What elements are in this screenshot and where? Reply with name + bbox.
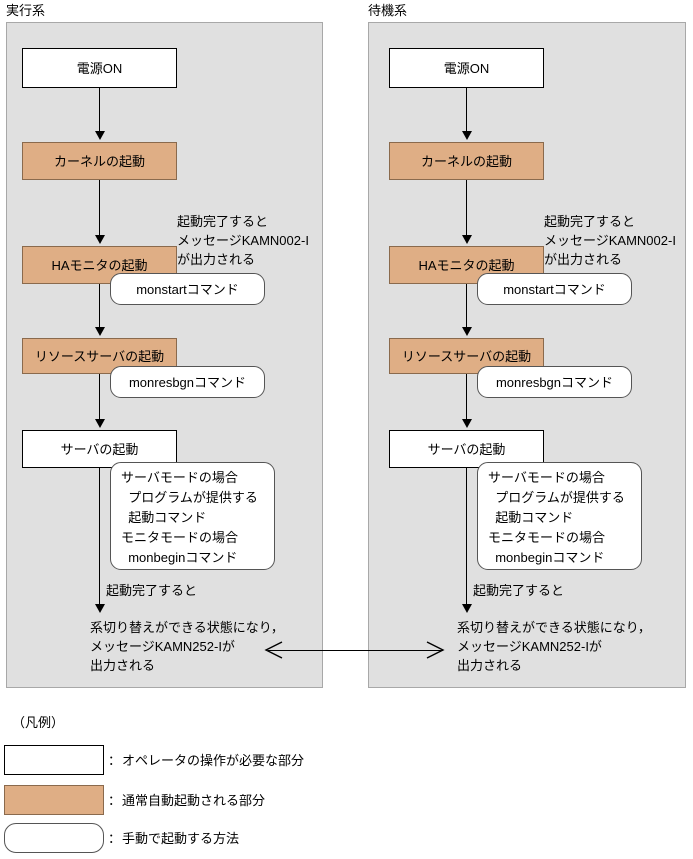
connector-standby-1 [466, 88, 467, 136]
arrowhead-active-1 [95, 131, 105, 140]
arrowhead-active-4 [95, 419, 105, 428]
connector-active-5 [99, 468, 100, 609]
connector-active-4 [99, 374, 100, 424]
node-standby-power-on: 電源ON [389, 48, 544, 88]
node-active-server-start: サーバの起動 [22, 430, 177, 468]
arrowhead-active-5 [95, 604, 105, 613]
legend-separator-2: ： [108, 793, 122, 808]
connector-standby-3 [466, 284, 467, 332]
bubble-standby-monstart: monstartコマンド [477, 273, 632, 305]
bubble-active-monresbgn: monresbgnコマンド [110, 366, 265, 398]
legend-swatch-manual-start [4, 823, 104, 853]
node-standby-kernel-start: カーネルの起動 [389, 142, 544, 180]
legend-separator-1: ： [108, 753, 122, 768]
bubble-standby-monresbgn: monresbgnコマンド [477, 366, 632, 398]
connector-standby-2 [466, 180, 467, 240]
connector-standby-4 [466, 374, 467, 424]
arrowhead-cross-left-icon [264, 641, 283, 659]
legend-swatch-operator-required [4, 745, 104, 775]
node-active-ha-monitor-start: HAモニタの起動 [22, 246, 177, 284]
legend-swatch-auto-start [4, 785, 104, 815]
arrowhead-active-2 [95, 235, 105, 244]
note-standby-startup-complete: 起動完了すると [473, 583, 565, 598]
legend-label-operator-required: オペレータの操作が必要な部分 [122, 753, 305, 768]
node-active-power-on: 電源ON [22, 48, 177, 88]
arrowhead-standby-2 [462, 235, 472, 244]
note-active-kamn002: 起動完了すると メッセージKAMN002-I が出力される [177, 214, 309, 267]
arrowhead-cross-right-icon [426, 641, 445, 659]
legend-label-auto-start: 通常自動起動される部分 [122, 793, 266, 808]
note-standby-kamn002: 起動完了すると メッセージKAMN002-I が出力される [544, 214, 676, 267]
arrowhead-standby-3 [462, 327, 472, 336]
node-standby-resource-server-start: リソースサーバの起動 [389, 338, 544, 374]
legend-title: （凡例） [12, 715, 65, 730]
connector-active-2 [99, 180, 100, 240]
node-active-kernel-start: カーネルの起動 [22, 142, 177, 180]
note-active-startup-complete: 起動完了すると [106, 583, 198, 598]
connector-cross-system [268, 650, 443, 651]
column-heading-standby: 待機系 [368, 3, 408, 18]
legend-separator-3: ： [108, 831, 122, 846]
node-standby-server-start: サーバの起動 [389, 430, 544, 468]
arrowhead-standby-1 [462, 131, 472, 140]
bubble-active-monstart: monstartコマンド [110, 273, 265, 305]
bubble-active-server-mode: サーバモードの場合 プログラムが提供する 起動コマンド モニタモードの場合 mo… [110, 462, 275, 570]
connector-active-1 [99, 88, 100, 136]
arrowhead-standby-5 [462, 604, 472, 613]
arrowhead-standby-4 [462, 419, 472, 428]
legend-label-manual-start: 手動で起動する方法 [122, 831, 240, 846]
note-standby-kamn252: 系切り替えができる状態になり， メッセージKAMN252-Iが 出力される [457, 620, 651, 673]
note-active-kamn252: 系切り替えができる状態になり， メッセージKAMN252-Iが 出力される [90, 620, 284, 673]
connector-active-3 [99, 284, 100, 332]
column-heading-active: 実行系 [6, 3, 46, 18]
bubble-standby-server-mode: サーバモードの場合 プログラムが提供する 起動コマンド モニタモードの場合 mo… [477, 462, 642, 570]
arrowhead-active-3 [95, 327, 105, 336]
connector-standby-5 [466, 468, 467, 609]
